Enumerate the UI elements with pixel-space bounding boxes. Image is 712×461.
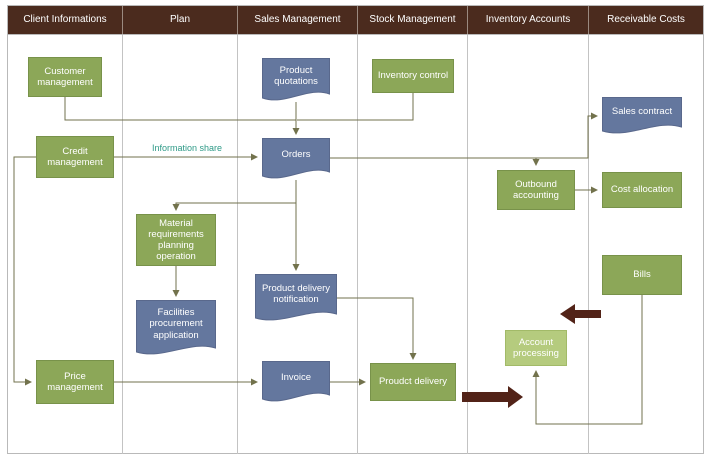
node-sales-contract[interactable]: Sales contract xyxy=(602,97,682,135)
node-price-management[interactable]: Price management xyxy=(36,360,114,404)
node-label: Cost allocation xyxy=(610,184,674,196)
node-inventory-control[interactable]: Inventory control xyxy=(372,59,454,93)
node-label: Facilities procurement application xyxy=(149,307,203,341)
node-outbound-accounting[interactable]: Outbound accounting xyxy=(497,170,575,210)
node-bills[interactable]: Bills xyxy=(602,255,682,295)
lane-header-inventory-accounts: Inventory Accounts xyxy=(468,6,589,34)
node-label: Bills xyxy=(633,269,651,281)
lane-header-client-informations: Client Informations xyxy=(8,6,123,34)
node-label: Material requirements planning operation xyxy=(148,217,204,263)
node-cost-allocation[interactable]: Cost allocation xyxy=(602,172,682,208)
node-label: Proudct delivery xyxy=(378,376,448,388)
document-shape-icon xyxy=(602,97,682,134)
swimlane-header: Client Informations Plan Sales Managemen… xyxy=(7,5,704,35)
node-customer-management[interactable]: Customer management xyxy=(28,57,102,97)
node-credit-management[interactable]: Credit management xyxy=(36,136,114,178)
node-material-requirements-planning[interactable]: Material requirements planning operation xyxy=(136,214,216,266)
document-shape-icon xyxy=(255,274,337,321)
node-label: Price management xyxy=(47,370,103,393)
node-label: Invoice xyxy=(280,372,312,384)
node-invoice[interactable]: Invoice xyxy=(262,361,330,403)
node-account-processing[interactable]: Account processing xyxy=(505,330,567,366)
document-shape-icon xyxy=(136,300,216,355)
lane-divider xyxy=(237,35,238,454)
lane-divider xyxy=(122,35,123,454)
node-label: Orders xyxy=(281,149,311,161)
lane-divider xyxy=(357,35,358,454)
node-facilities-procurement[interactable]: Facilities procurement application xyxy=(136,300,216,356)
node-product-quotations[interactable]: Product quotations xyxy=(262,58,330,102)
lane-divider xyxy=(467,35,468,454)
lane-header-plan: Plan xyxy=(123,6,238,34)
document-shape-icon xyxy=(262,361,330,402)
lane-header-stock-management: Stock Management xyxy=(358,6,468,34)
information-share-label: Information share xyxy=(152,143,223,153)
node-label: Inventory control xyxy=(377,70,449,82)
node-label: Product quotations xyxy=(274,64,318,87)
node-product-delivery-notification[interactable]: Product delivery notification xyxy=(255,274,337,322)
node-label: Account processing xyxy=(513,336,559,359)
node-label: Credit management xyxy=(47,145,103,168)
node-label: Outbound accounting xyxy=(513,178,559,201)
node-label: Product delivery notification xyxy=(261,282,331,305)
lane-header-sales-management: Sales Management xyxy=(238,6,358,34)
lane-header-receivable-costs: Receivable Costs xyxy=(607,14,685,26)
node-orders[interactable]: Orders xyxy=(262,138,330,180)
node-label: Sales contract xyxy=(611,106,673,118)
lane-divider xyxy=(588,35,589,454)
document-shape-icon xyxy=(262,138,330,179)
node-proudct-delivery[interactable]: Proudct delivery xyxy=(370,363,456,401)
node-label: Customer management xyxy=(37,65,93,88)
